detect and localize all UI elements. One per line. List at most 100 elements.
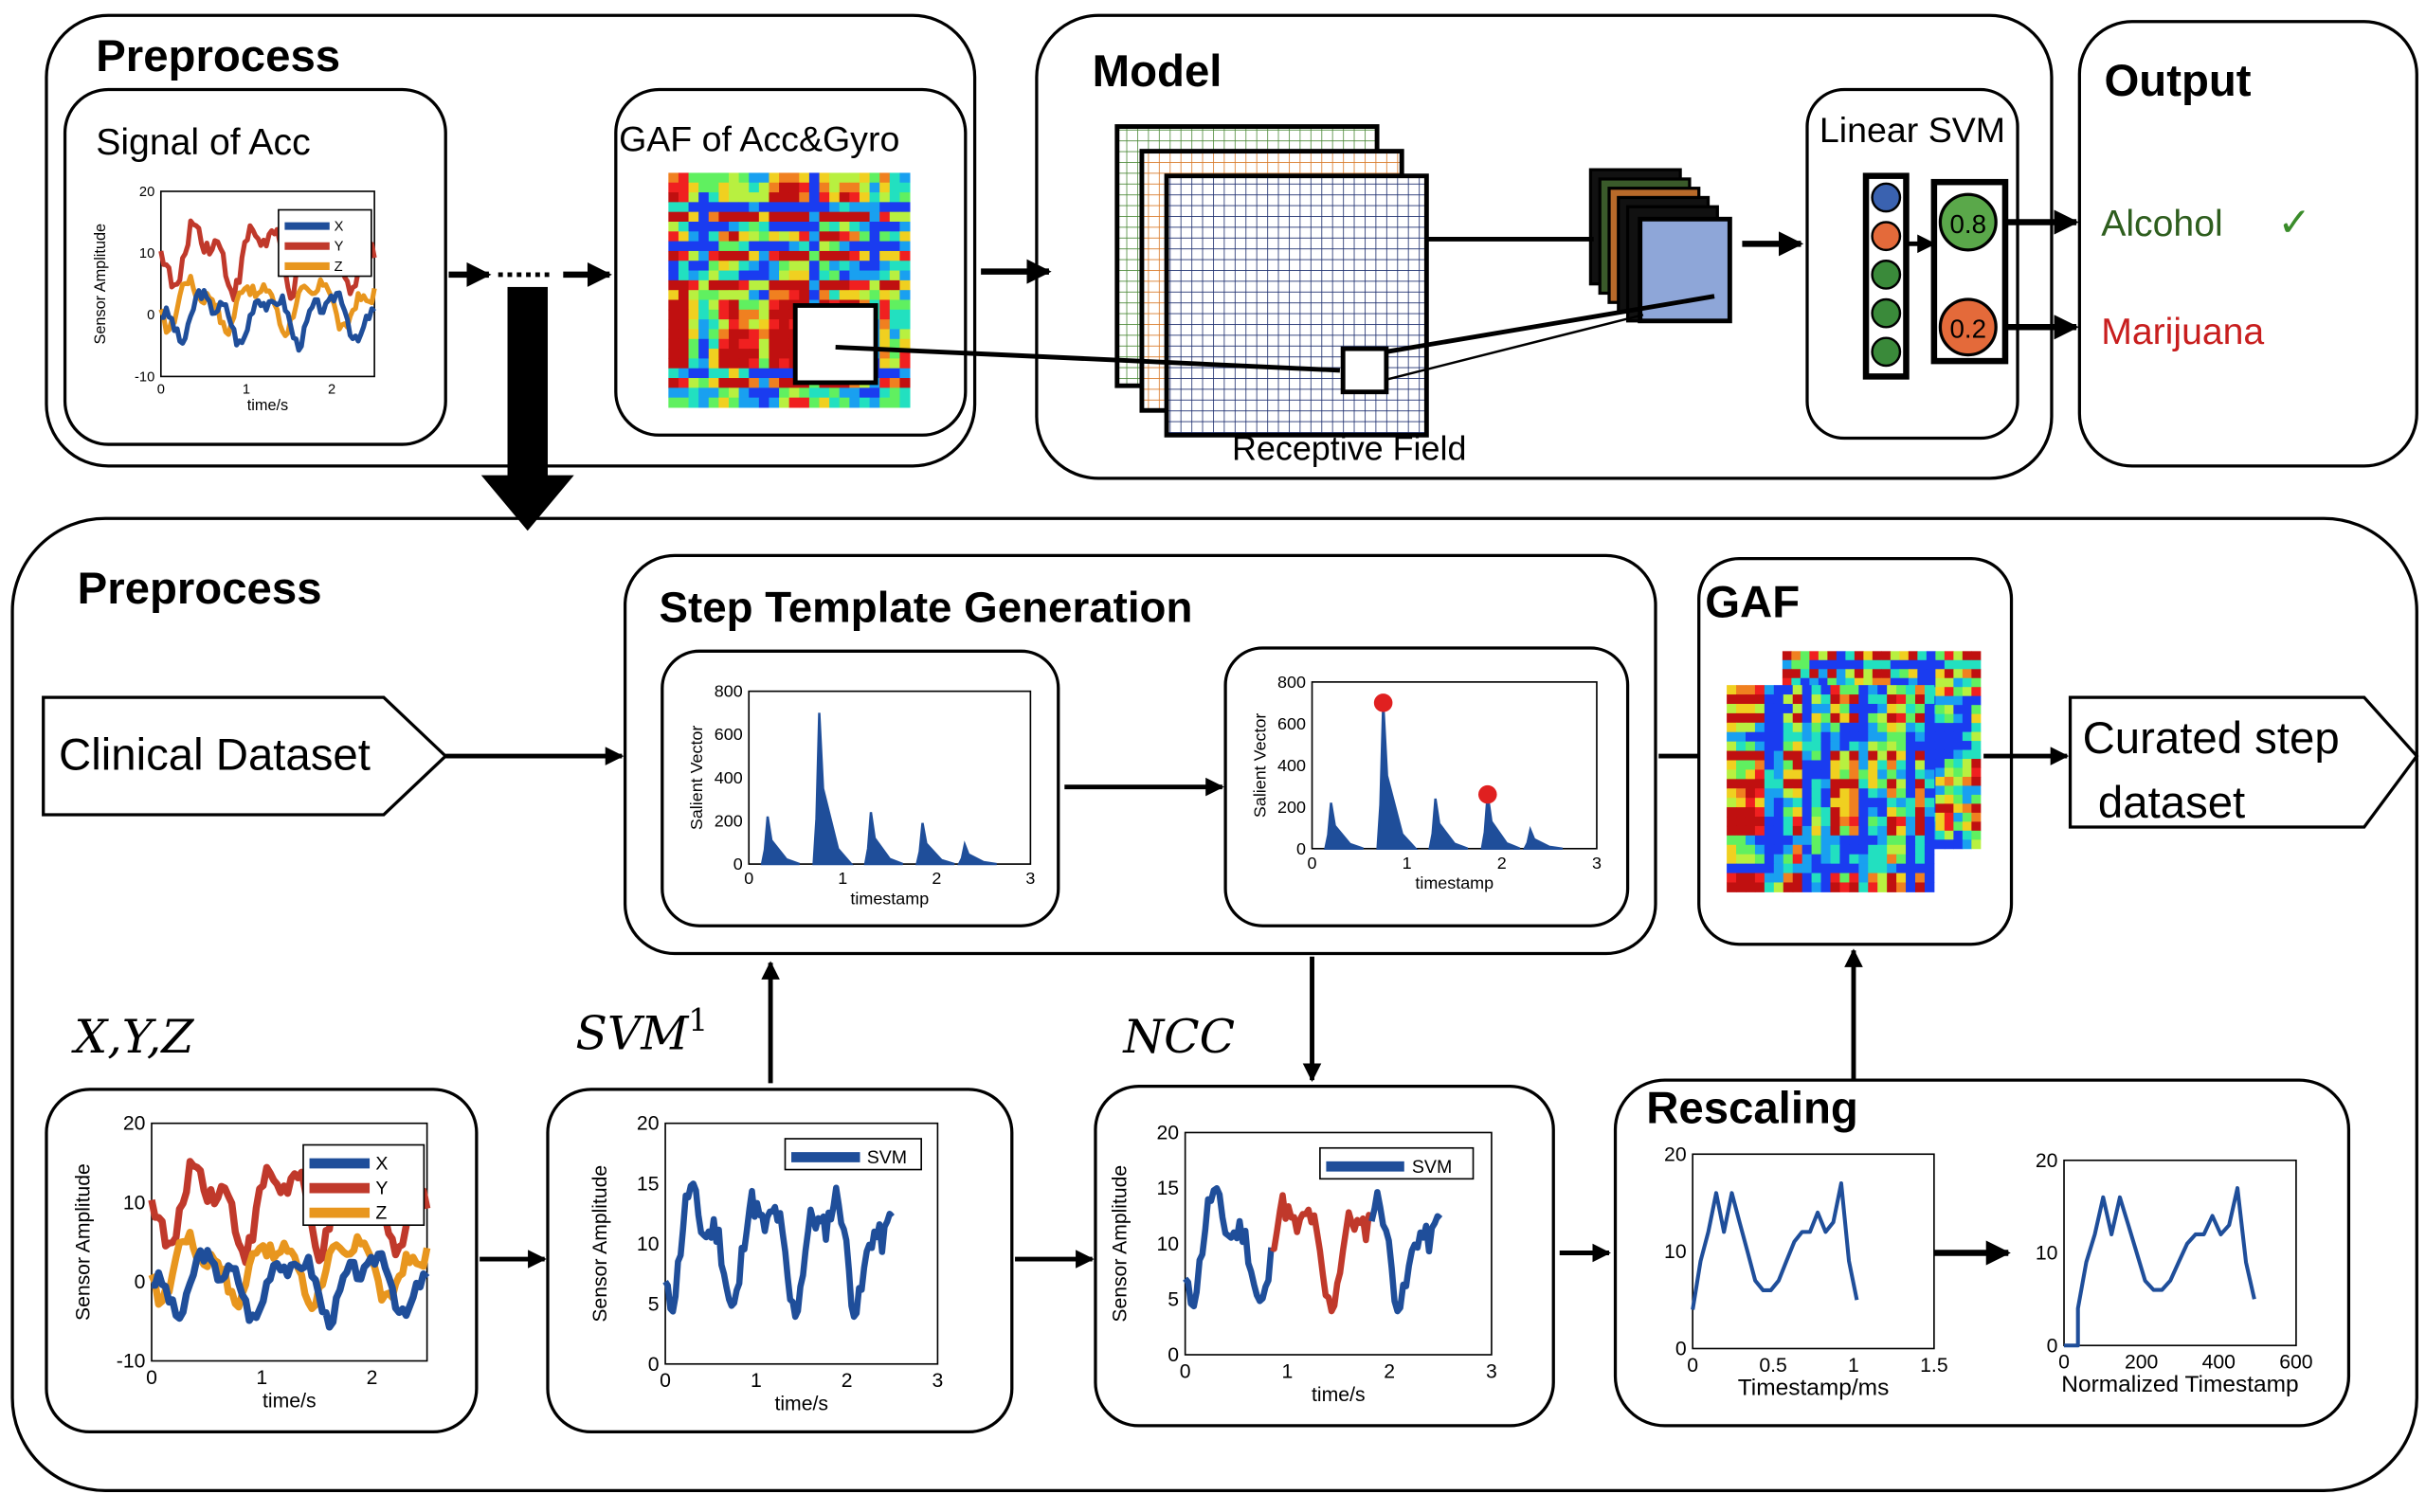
heatmap-cell: [1962, 669, 1972, 679]
heatmap-cell: [1917, 659, 1928, 670]
heatmap-cell: [708, 261, 719, 272]
heatmap-cell: [1727, 844, 1737, 855]
heatmap-cell: [1887, 731, 1897, 743]
heatmap-cell: [1890, 669, 1900, 679]
heatmap-cell: [829, 241, 841, 252]
heatmap-cell: [738, 368, 750, 379]
heatmap-cell: [1727, 760, 1737, 770]
heatmap-cell: [1971, 830, 1982, 840]
heatmap-cell: [1773, 798, 1784, 808]
y-tick-label: 0: [1168, 1344, 1179, 1366]
heatmap-cell: [899, 270, 911, 281]
heatmap-cell: [1924, 854, 1935, 865]
heatmap-cell: [1917, 669, 1928, 679]
heatmap-cell: [1764, 844, 1775, 855]
heatmap-cell: [1962, 776, 1972, 786]
heatmap-cell: [1839, 703, 1850, 714]
heatmap-cell: [1887, 722, 1897, 733]
heatmap-cell: [1811, 750, 1822, 761]
heatmap-cell: [1953, 812, 1964, 822]
heatmap-cell: [688, 387, 699, 399]
heatmap-cell: [1820, 779, 1831, 789]
heatmap-cell: [1858, 817, 1869, 827]
heatmap-cell: [1764, 854, 1775, 865]
heatmap-cell: [1754, 779, 1765, 789]
heatmap-cell: [1935, 821, 1946, 832]
heatmap-cell: [1820, 750, 1831, 761]
heatmap-cell: [1820, 798, 1831, 808]
gaf-to-rf-line: [835, 345, 1341, 373]
heatmap-cell: [729, 397, 740, 408]
heatmap-cell: [889, 241, 900, 252]
heatmap-cell: [1727, 788, 1737, 799]
heatmap-cell: [1887, 854, 1897, 865]
heatmap-cell: [738, 358, 750, 369]
heatmap-cell: [1887, 844, 1897, 855]
heatmap-cell: [1792, 854, 1803, 865]
y-tick-label: 5: [1168, 1288, 1179, 1310]
heatmap-cell: [749, 279, 760, 291]
heatmap-cell: [779, 299, 790, 311]
heatmap-cell: [799, 290, 810, 300]
heatmap-cell: [1809, 669, 1820, 679]
heatmap-cell: [1872, 651, 1882, 661]
heatmap-cell: [678, 192, 690, 203]
heatmap-cell: [1811, 685, 1822, 695]
heatmap-cell: [1773, 817, 1784, 827]
heatmap-cell: [678, 279, 690, 291]
heatmap-cell: [1877, 779, 1888, 789]
heatmap-cell: [869, 192, 880, 203]
curated-dataset-line1: Curated step: [2083, 713, 2340, 764]
heatmap-cell: [1773, 741, 1784, 752]
heatmap-cell: [1887, 760, 1897, 770]
y-tick-label: 20: [1664, 1143, 1687, 1165]
heatmap-cell: [1820, 760, 1831, 770]
heatmap-cell: [1896, 703, 1907, 714]
heatmap-cell: [1764, 863, 1775, 874]
heatmap-cell: [1764, 873, 1775, 883]
heatmap-cell: [769, 270, 780, 281]
heatmap-cell: [758, 378, 769, 388]
heatmap-cell: [1839, 769, 1850, 780]
heatmap-cell: [738, 290, 750, 300]
heatmap-cell: [1782, 659, 1792, 670]
heatmap-cell: [879, 397, 891, 408]
heatmap-cell: [1877, 854, 1888, 865]
heatmap-cell: [718, 338, 730, 350]
heatmap-cell: [688, 211, 699, 223]
heatmap-cell: [859, 192, 871, 203]
heatmap-cell: [869, 261, 880, 272]
heatmap-cell: [1914, 760, 1926, 770]
heatmap-cell: [829, 192, 841, 203]
heatmap-cell: [869, 202, 880, 213]
heatmap-cell: [1836, 669, 1846, 679]
heatmap-cell: [1887, 712, 1897, 724]
salient-peak: [1428, 798, 1469, 851]
plot-frame: [151, 1122, 428, 1362]
heatmap-cell: [1858, 807, 1869, 818]
heatmap-cell: [698, 397, 710, 408]
heatmap-cell: [1944, 803, 1954, 814]
heatmap-cell: [819, 221, 830, 232]
heatmap-cell: [1727, 741, 1737, 752]
heatmap-cell: [819, 290, 830, 300]
heatmap-cell: [1924, 769, 1935, 780]
heatmap-cell: [799, 397, 810, 408]
heatmap-cell: [869, 270, 880, 281]
y-tick-label: 10: [139, 246, 154, 261]
gaf-front-grid: [1727, 685, 1935, 892]
heatmap-cell: [788, 172, 800, 184]
heatmap-cell: [1924, 712, 1935, 724]
heatmap-cell: [1971, 803, 1982, 814]
heatmap-cell: [688, 221, 699, 232]
heatmap-cell: [1962, 803, 1972, 814]
plot-frame: [664, 1122, 939, 1365]
heatmap-cell: [1830, 722, 1840, 733]
y-axis-label: Sensor Amplitude: [92, 224, 109, 345]
heatmap-cell: [668, 397, 679, 408]
heatmap-cell: [1801, 863, 1813, 874]
heatmap-cell: [1899, 677, 1910, 688]
heatmap-cell: [869, 387, 880, 399]
heatmap-cell: [859, 279, 871, 291]
heatmap-cell: [808, 231, 821, 243]
